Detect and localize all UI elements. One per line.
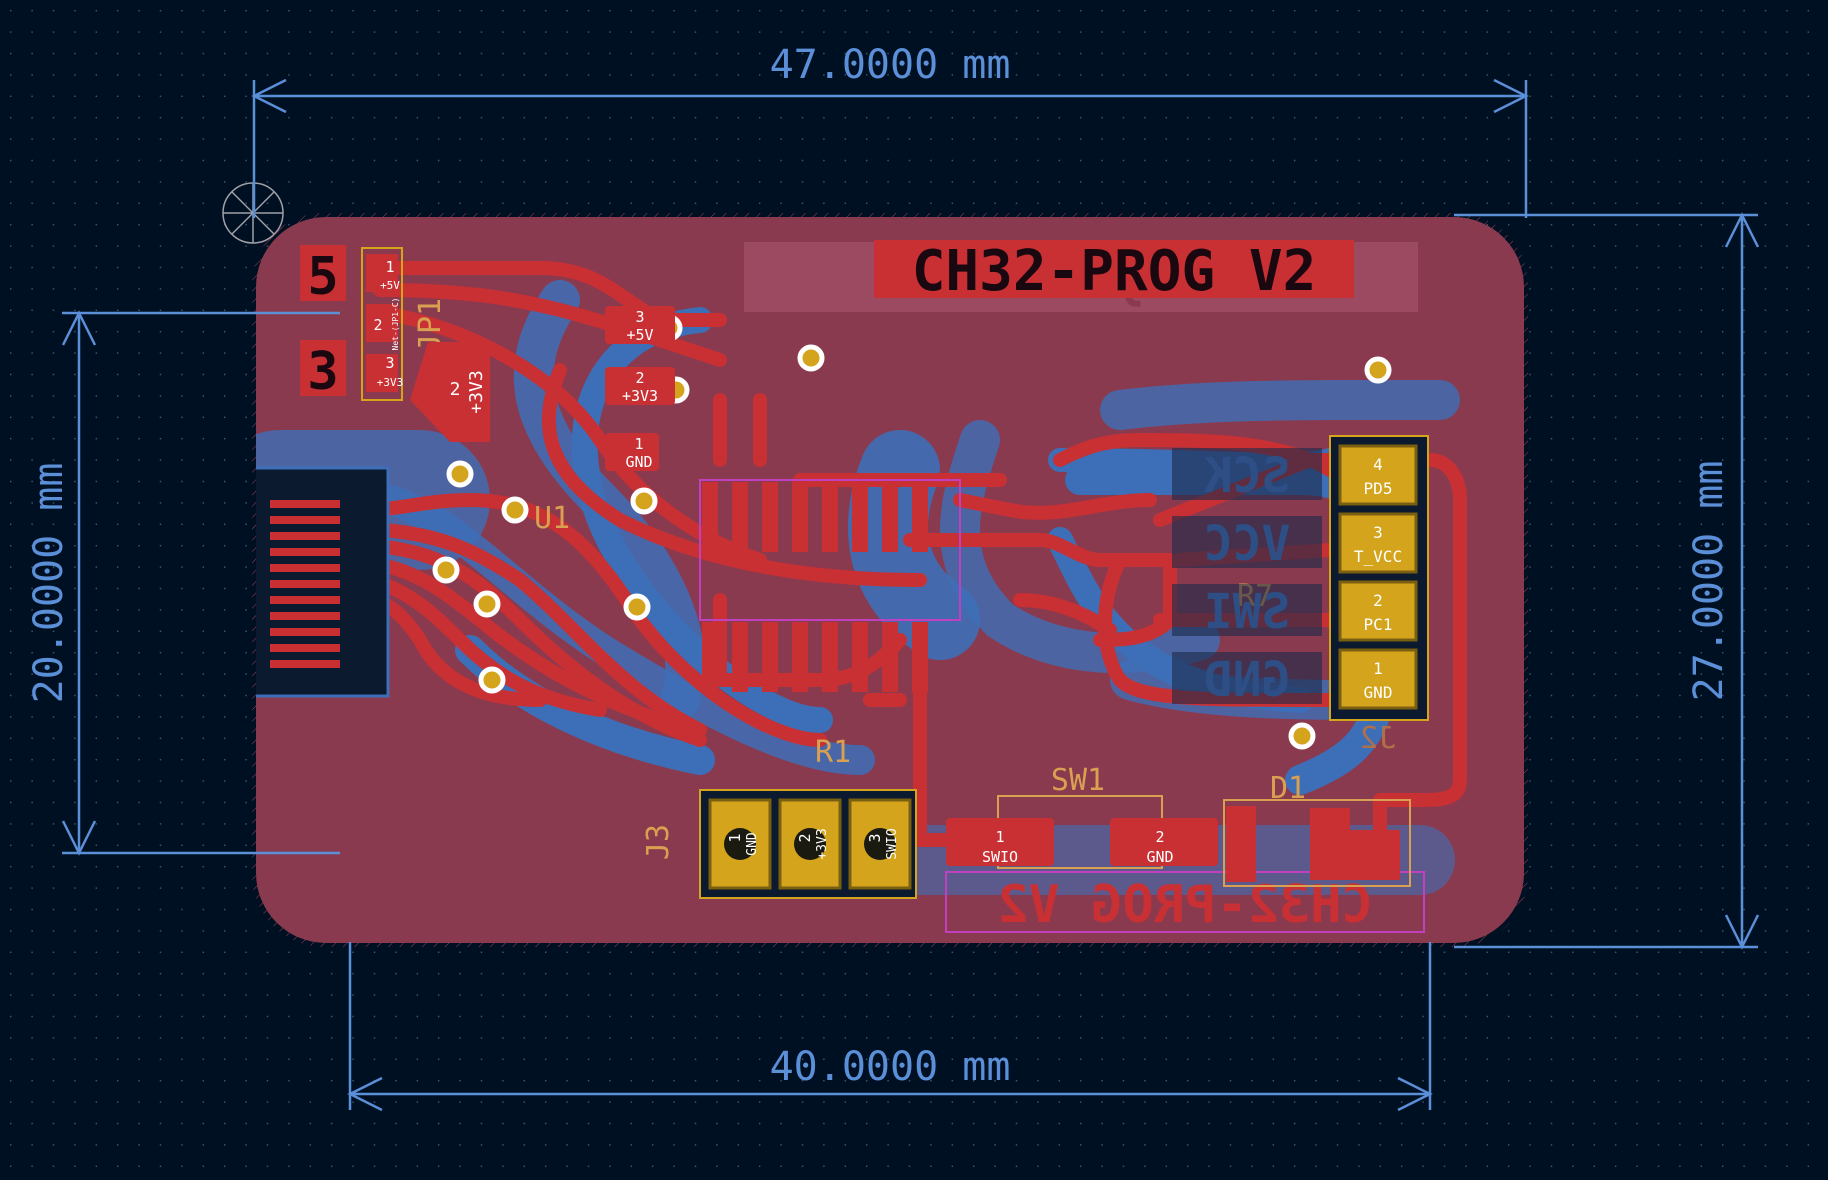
j3-pad2-net: +3V3: [815, 828, 830, 859]
jp1-footprint[interactable]: [361, 247, 403, 401]
digit3-label: 3: [307, 342, 338, 402]
back-bottom-title-text: CH32-PROG V2: [997, 875, 1373, 935]
j2-pad2-num: 2: [1373, 591, 1383, 610]
jp1-pad1-num: 1: [385, 258, 394, 276]
back-bottom-title-box: [945, 871, 1425, 933]
digit3-box: [300, 340, 346, 396]
j3-header[interactable]: [699, 789, 917, 899]
front-title-box: [874, 240, 1354, 298]
digit5-box: [300, 245, 346, 301]
jmid-pad1-num: 1: [634, 435, 643, 453]
dimension-lines[interactable]: [61, 78, 1760, 1112]
sw1-pad2-num: 2: [1155, 828, 1164, 846]
dimension-bottom-label: 40.0000 mm: [770, 1044, 1011, 1090]
j2-pad3-num: 3: [1373, 523, 1383, 542]
sw1-pad1-net: SWIO: [982, 848, 1018, 866]
dimension-top-label: 47.0000 mm: [770, 42, 1011, 88]
ic-u2-footprint[interactable]: [699, 479, 961, 692]
jp1-pad2-num: 2: [373, 316, 382, 334]
usb-c-connector[interactable]: [252, 466, 390, 698]
j2-label: J2: [1360, 721, 1396, 756]
jp1-pad3-net: +3V3: [377, 376, 404, 389]
j2-header[interactable]: [1329, 435, 1429, 721]
j3-pad1-num: 1: [726, 833, 744, 842]
sw1-pad2-net: GND: [1146, 848, 1173, 866]
jp1-pad3-num: 3: [385, 354, 394, 372]
j2-pad4-num: 4: [1373, 455, 1383, 474]
back-sck: SCK: [1204, 448, 1291, 504]
r1-label: R1: [815, 735, 851, 770]
j3-pad3-net: SWIO: [885, 828, 900, 859]
jp-big-pad-net: +3V3: [466, 370, 487, 413]
dimension-left-label: 20.0000 mm: [26, 463, 72, 704]
j3-pad1-net: GND: [745, 832, 760, 856]
jp-big-pad[interactable]: [410, 342, 490, 442]
u1-label: U1: [534, 501, 570, 536]
j2-pad4-net: PD5: [1364, 479, 1393, 498]
digit5-label: 5: [307, 247, 338, 307]
j3-label: J3: [641, 824, 676, 860]
back-gnd: GND: [1204, 652, 1291, 708]
jmid-pad3-net: +5V: [626, 326, 653, 344]
sw1-label: SW1: [1051, 763, 1105, 798]
j2-pad1-net: GND: [1364, 683, 1393, 702]
jp1-pad1-net: +5V: [380, 279, 400, 292]
jmid-pad2-net: +3V3: [622, 387, 658, 405]
j2-pad3-net: T_VCC: [1354, 547, 1402, 566]
jmid-pad2-num: 2: [635, 369, 644, 387]
back-pin-labels: [1172, 448, 1322, 704]
d1-footprint[interactable]: [1223, 799, 1411, 887]
jp-big-pad-num: 2: [450, 379, 461, 400]
sw1-footprint[interactable]: [946, 795, 1218, 869]
jp1-pad2-net: Net-(JP1-C): [391, 298, 400, 351]
jmid-pads[interactable]: [605, 306, 675, 471]
sw1-pad1-num: 1: [995, 828, 1004, 846]
jmid-pad1-net: GND: [625, 453, 652, 471]
j2-pad1-num: 1: [1373, 659, 1383, 678]
dimension-right-label: 27.0000 mm: [1686, 461, 1732, 702]
back-vcc: VCC: [1204, 516, 1291, 572]
back-swi: SWI: [1204, 584, 1291, 640]
j3-pad2-num: 2: [796, 833, 814, 842]
j3-pad3-num: 3: [866, 833, 884, 842]
front-title-text: CH32-PROG V2: [912, 239, 1317, 304]
jmid-pad3-num: 3: [635, 308, 644, 326]
j2-pad2-net: PC1: [1364, 615, 1393, 634]
